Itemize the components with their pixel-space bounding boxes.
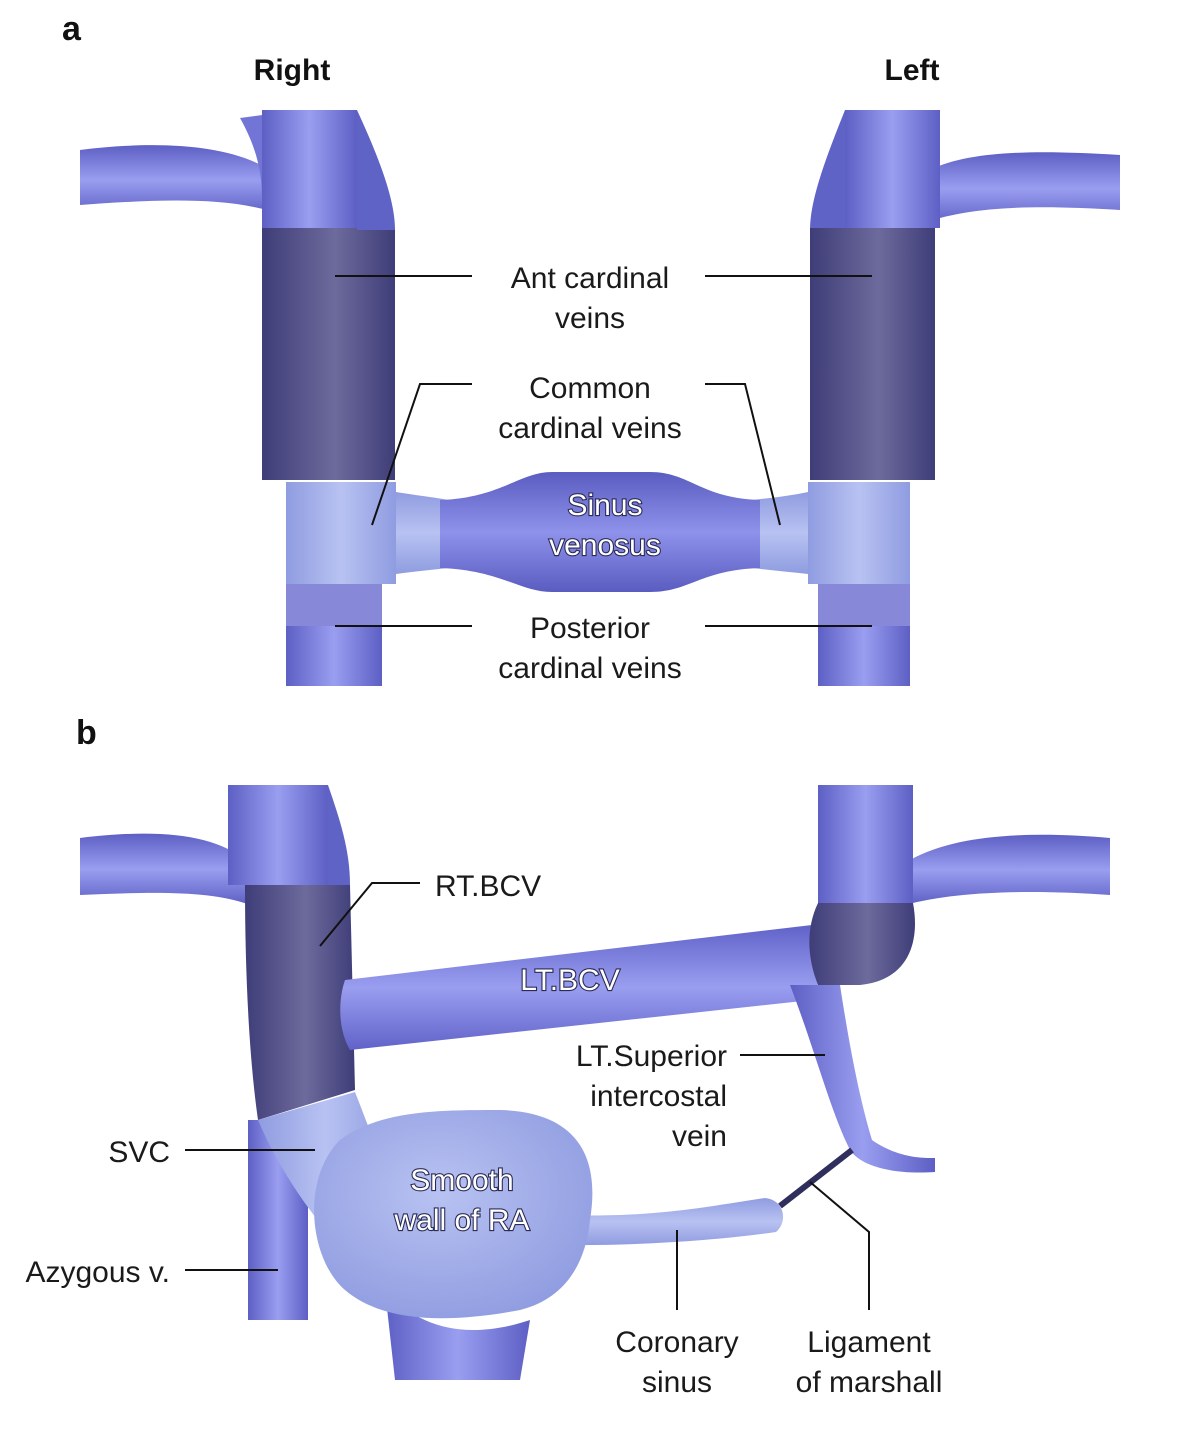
smooth-wall-ra-shape — [314, 1110, 593, 1319]
right-ant-cardinal-vein — [262, 228, 395, 480]
right-common-cardinal-connector — [396, 492, 448, 574]
lt-superior-intercostal-vein — [790, 985, 935, 1173]
panel-a-letter: a — [62, 10, 82, 48]
panel-b-letter: b — [76, 714, 97, 752]
lt-bcv-vein — [340, 925, 819, 1050]
right-common-cardinal-vein — [286, 482, 396, 584]
ant-cardinal-label-line1: Ant cardinal — [511, 262, 669, 295]
lt-superior-intercostal-label-line3: vein — [672, 1120, 727, 1153]
ligament-marshall-label-line1: Ligament — [807, 1326, 931, 1359]
posterior-cardinal-label-line2: cardinal veins — [498, 652, 681, 685]
left-common-cardinal-vein — [808, 482, 910, 584]
sinus-venosus-shape — [440, 472, 760, 592]
ligament-marshall-label-line2: of marshall — [796, 1366, 943, 1399]
smooth-wall-ra-label-line2: wall of RA — [393, 1204, 529, 1237]
panel-b-leader-lines — [185, 882, 870, 1310]
left-bcv-junction — [809, 903, 915, 985]
left-cardinal-veins — [808, 110, 1120, 686]
common-cardinal-label-line2: cardinal veins — [498, 412, 681, 445]
right-cardinal-veins — [80, 110, 396, 686]
left-ant-cardinal-vein — [810, 228, 935, 480]
common-cardinal-label-line1: Common — [529, 372, 651, 405]
ligament-of-marshall — [778, 1147, 854, 1209]
right-side-label: Right — [254, 54, 331, 87]
left-upper-cardinal-segment — [845, 110, 940, 228]
svc-label: SVC — [108, 1136, 170, 1169]
sinus-venosus-label-line2: venosus — [549, 529, 661, 562]
coronary-sinus-vein — [560, 1198, 784, 1246]
coronary-sinus-label-line2: sinus — [642, 1366, 712, 1399]
posterior-cardinal-label-line1: Posterior — [530, 612, 650, 645]
lt-superior-intercostal-label-line1: LT.Superior — [576, 1040, 727, 1073]
ant-cardinal-label-line2: veins — [555, 302, 625, 335]
right-posterior-cardinal-vein — [286, 626, 382, 686]
panel-a-leader-lines — [335, 275, 872, 627]
left-posterior-cardinal-vein — [818, 626, 910, 686]
left-common-cardinal-connector — [752, 492, 808, 574]
left-side-label: Left — [885, 54, 940, 87]
left-vessels-panel-b — [790, 785, 1110, 1173]
sinus-venosus-label-line1: Sinus — [567, 489, 642, 522]
azygous-label: Azygous v. — [25, 1256, 170, 1289]
right-bcv-vein — [245, 885, 355, 1120]
rt-bcv-label: RT.BCV — [435, 870, 541, 903]
lt-bcv-label: LT.BCV — [520, 964, 619, 997]
right-upper-cardinal-segment — [262, 110, 357, 228]
lt-superior-intercostal-label-line2: intercostal — [590, 1080, 727, 1113]
smooth-wall-ra-label-line1: Smooth — [410, 1164, 513, 1197]
coronary-sinus-label-line1: Coronary — [615, 1326, 738, 1359]
